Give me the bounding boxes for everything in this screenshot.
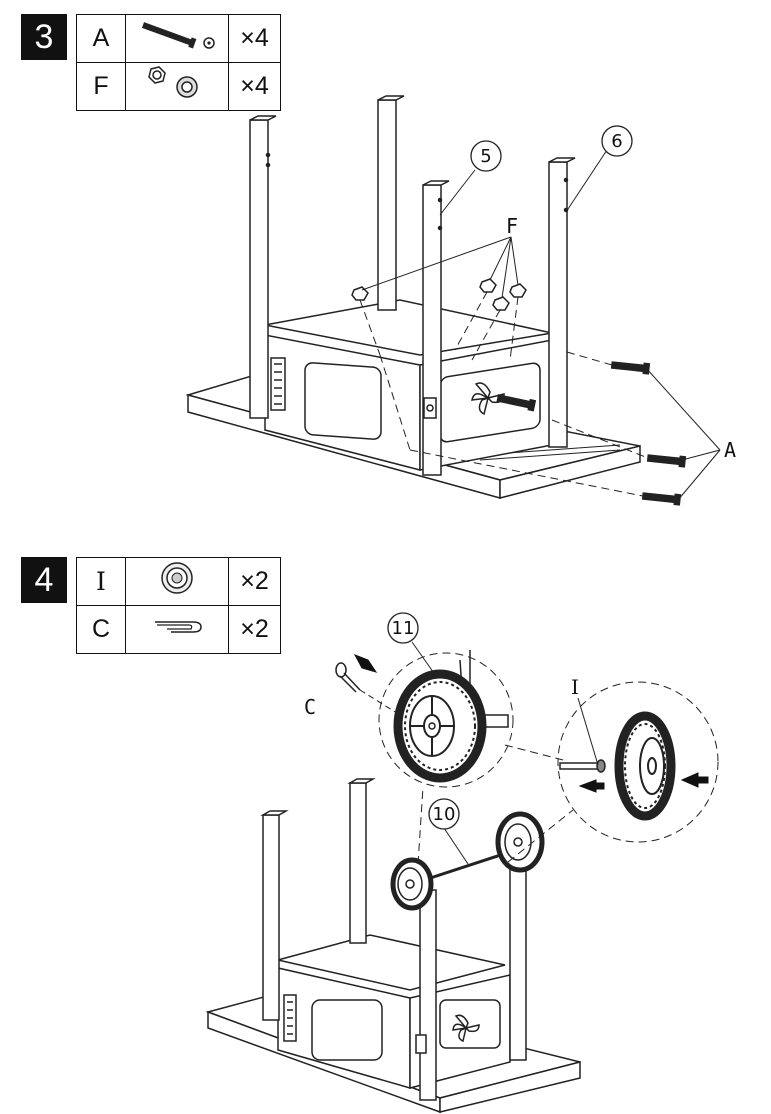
svg-text:5: 5 [480, 146, 491, 167]
label-f: F [506, 214, 518, 238]
callout-6: 6 [602, 126, 632, 156]
step-3-cart-frame [188, 96, 685, 505]
cart-wheel-right [498, 814, 542, 870]
cart-wheel-left [393, 860, 431, 908]
svg-text:10: 10 [433, 804, 456, 825]
callout-11: 11 [388, 613, 418, 643]
callout-10: 10 [429, 799, 459, 829]
callout-5: 5 [471, 141, 501, 171]
cotter-pin-c [336, 663, 360, 692]
cotter-alignment-line [360, 690, 400, 715]
label-i: I [571, 675, 579, 699]
detail-wheel-right [560, 716, 671, 816]
svg-text:11: 11 [392, 618, 415, 639]
detail-wheel-11 [398, 650, 508, 778]
label-c: C [304, 695, 316, 719]
svg-text:6: 6 [611, 131, 622, 152]
label-a: A [724, 438, 736, 462]
